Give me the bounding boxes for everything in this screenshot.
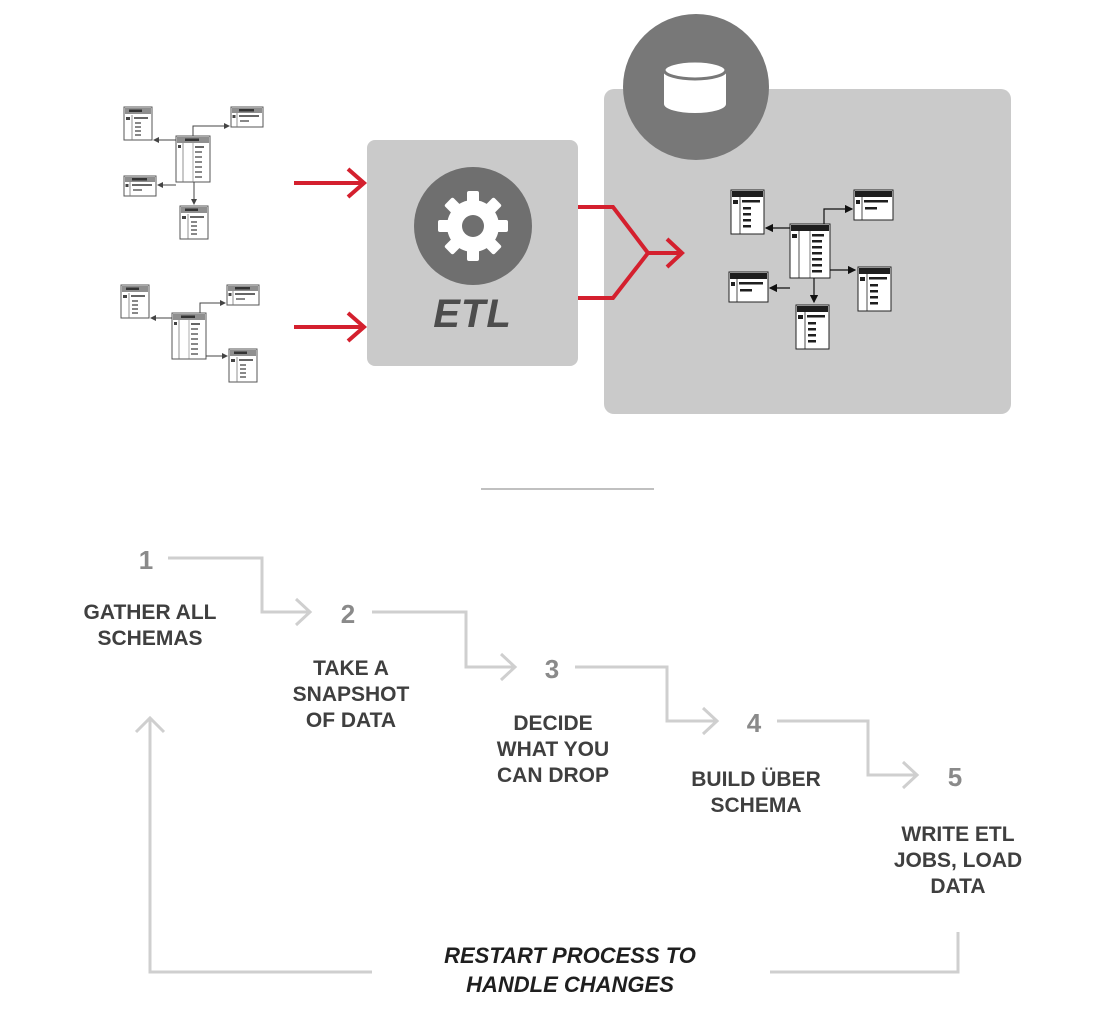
- output-merge-arrow: [578, 205, 685, 300]
- restart-loop-line: [134, 715, 960, 974]
- source-schema-2: [120, 284, 260, 383]
- source-schema-1: [123, 106, 264, 240]
- step-1-number: 1: [138, 545, 154, 575]
- etl-label: ETL: [433, 292, 512, 336]
- input-arrow-2: [294, 311, 368, 343]
- step-2-number: 2: [340, 599, 356, 629]
- gear-icon: [438, 191, 508, 261]
- step-4-number: 4: [746, 708, 762, 738]
- step-3-number: 3: [544, 654, 560, 684]
- step-connectors: [168, 556, 920, 790]
- step-5-number: 5: [947, 762, 963, 792]
- input-arrow-1: [294, 167, 368, 199]
- uber-schema: [728, 189, 894, 350]
- database-icon: [662, 59, 728, 113]
